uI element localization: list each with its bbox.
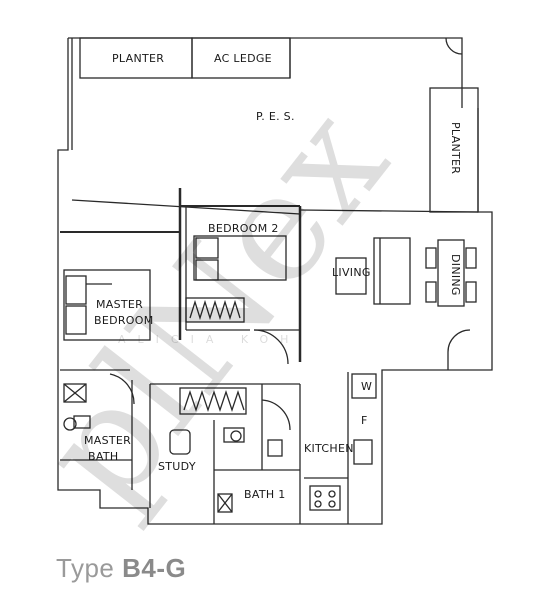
outer-wall (68, 37, 463, 108)
wardrobe-2 (185, 297, 245, 323)
living-table (335, 257, 367, 295)
room-label-kitchen: KITCHEN (304, 442, 354, 455)
room-label-bedroom-2: BEDROOM 2 (208, 222, 279, 235)
room-label-master-bedroom-1: MASTER (96, 298, 144, 311)
study-chair (169, 429, 191, 455)
kitchen-sink (353, 439, 373, 465)
room-label-planter-top: PLANTER (112, 52, 165, 65)
room-label-master-bedroom-2: BEDROOM (94, 314, 154, 327)
room-label-master-bath-2: BATH (88, 450, 119, 463)
unit-type-code: B4-G (122, 553, 187, 583)
stove (309, 485, 341, 511)
room-label-bath-1: BATH 1 (244, 488, 286, 501)
room-label-pes: P. E. S. (256, 110, 295, 123)
outer-wall-right (57, 38, 493, 525)
dining-table (437, 239, 465, 307)
bath1-toilet (223, 427, 245, 443)
bath1-sink (267, 439, 283, 457)
appliance-label-fridge: F (361, 414, 368, 427)
shower (63, 383, 87, 403)
appliance-label-washer: W (361, 380, 373, 393)
room-label-planter-right: PLANTER (449, 122, 462, 175)
room-label-master-bath-1: MASTER (84, 434, 132, 447)
room-label-living: LIVING (332, 266, 371, 279)
master-toilet (73, 415, 91, 429)
room-label-ac-ledge: AC LEDGE (214, 52, 272, 65)
watermark-secondary: ALICIA KOH (118, 333, 301, 346)
sofa (373, 237, 411, 305)
master-bed (63, 269, 151, 341)
unit-type-prefix: Type (56, 553, 115, 583)
unit-type-label: Type B4-G (56, 553, 186, 584)
wardrobe-study (179, 387, 247, 415)
bed-2 (193, 235, 287, 281)
room-label-dining: DINING (449, 254, 462, 296)
bath1-box (217, 493, 233, 513)
washer-box (351, 373, 377, 399)
room-label-study: STUDY (158, 460, 196, 473)
